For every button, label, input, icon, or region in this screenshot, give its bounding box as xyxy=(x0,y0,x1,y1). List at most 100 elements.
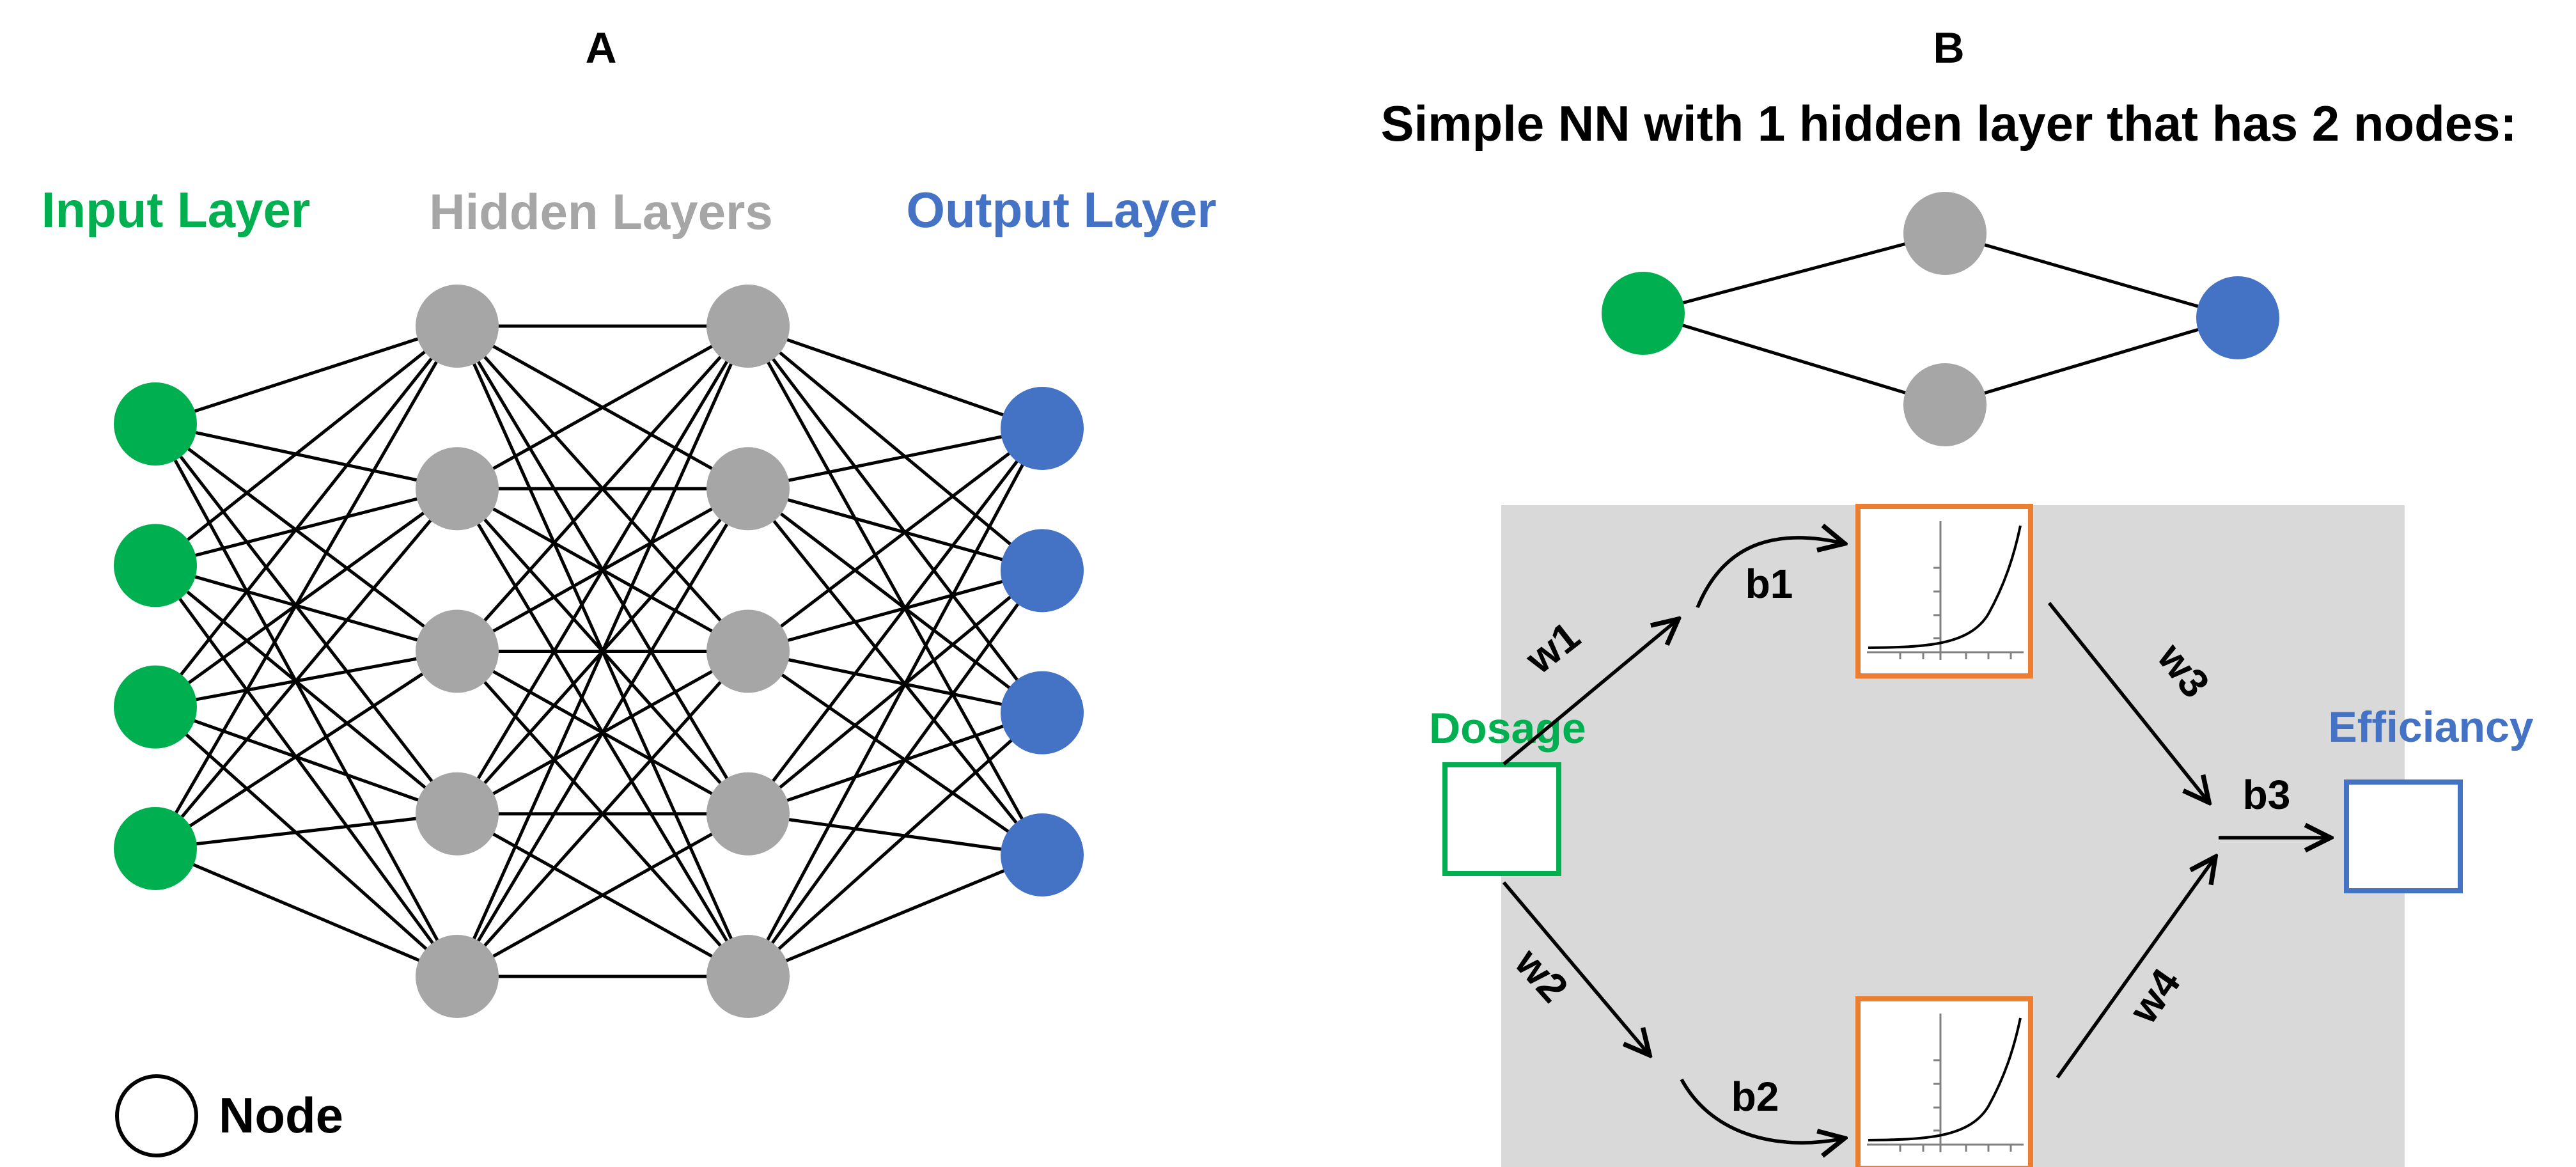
simple-output-node xyxy=(2196,276,2279,359)
activation-box-bottom xyxy=(1855,996,2033,1167)
connection-line xyxy=(746,569,1044,978)
output-layer-label: Output Layer xyxy=(906,182,1216,238)
connection-line xyxy=(747,650,1043,857)
activation-plot-axes xyxy=(1867,1014,2024,1152)
hidden-node xyxy=(416,772,499,856)
connection-line xyxy=(747,711,1043,816)
dosage-box xyxy=(1442,762,1561,876)
panel-a-label: A xyxy=(585,24,616,72)
output-node xyxy=(1001,813,1084,897)
b2-arrow xyxy=(1680,1078,1845,1143)
connection-line xyxy=(154,325,458,567)
b1-arrow xyxy=(1696,538,1845,609)
connection-line xyxy=(456,324,749,490)
connection-line xyxy=(747,427,1043,490)
connection-line xyxy=(153,325,459,850)
simple-edge xyxy=(1944,316,2238,407)
panel-b-label: B xyxy=(1933,24,1964,72)
input-node xyxy=(114,382,197,466)
connection-line xyxy=(747,324,1043,430)
flow-arrows xyxy=(1502,538,2330,1143)
w2-arrow xyxy=(1502,881,1650,1055)
connection-line xyxy=(747,487,1043,856)
simple-hidden-node xyxy=(1903,363,1987,446)
input-node xyxy=(114,665,197,749)
legend-node-label: Node xyxy=(219,1087,343,1143)
hidden-layers-label: Hidden Layers xyxy=(429,184,773,240)
node-legend: Node xyxy=(115,1074,343,1157)
connection-line xyxy=(747,427,1043,815)
connection-line xyxy=(154,325,458,709)
connection-line xyxy=(154,423,458,815)
hidden-node xyxy=(706,609,790,693)
input-layer-label: Input Layer xyxy=(42,182,310,238)
connection-line xyxy=(153,423,459,978)
softplus-curve xyxy=(1868,525,2022,649)
simple-hidden-node xyxy=(1903,192,1987,275)
hidden-node xyxy=(706,772,790,856)
hidden-node xyxy=(706,285,790,368)
connection-line xyxy=(154,705,458,978)
connection-line xyxy=(155,422,458,490)
connection-line xyxy=(746,325,1044,856)
connection-line xyxy=(155,650,458,709)
connection-line xyxy=(155,324,458,426)
connection-line xyxy=(747,325,1043,714)
softplus-curve xyxy=(1868,1017,2022,1141)
connection-line xyxy=(155,487,458,567)
connection-line xyxy=(455,487,750,978)
connection-line xyxy=(154,564,458,815)
hidden-node xyxy=(706,935,790,1018)
bias-label-b1: b1 xyxy=(1745,561,1793,607)
connection-line xyxy=(154,650,458,850)
w3-arrow xyxy=(2047,602,2209,803)
panel-a-connections xyxy=(153,324,1044,978)
legend-node-circle xyxy=(115,1074,198,1157)
activation-frame xyxy=(1855,996,2033,1167)
connection-line xyxy=(747,487,1043,714)
hidden-node xyxy=(416,935,499,1018)
efficiancy-box xyxy=(2344,779,2463,893)
simple-edge xyxy=(1944,231,2238,320)
connection-line xyxy=(155,563,458,653)
connection-line xyxy=(154,487,458,709)
input-node xyxy=(114,807,197,890)
output-node xyxy=(1001,671,1084,755)
connection-line xyxy=(747,487,1043,572)
connection-line xyxy=(155,705,458,816)
panel-b-title: Simple NN with 1 hidden layer that has 2… xyxy=(1380,95,2517,152)
input-node xyxy=(114,524,197,607)
activation-plot-axes xyxy=(1867,521,2024,660)
simple-edge xyxy=(1643,311,1946,407)
connection-line xyxy=(456,812,749,978)
connection-line xyxy=(455,325,750,978)
connection-line xyxy=(153,564,459,978)
activation-frame xyxy=(1855,504,2033,678)
hidden-node xyxy=(416,447,499,531)
panel-a-nodes xyxy=(114,285,1084,1018)
activation-box-top xyxy=(1855,504,2033,678)
bias-label-b3: b3 xyxy=(2243,772,2291,818)
simple-edge xyxy=(1643,231,1946,315)
connection-line xyxy=(154,487,458,850)
efficiancy-label: Efficiancy xyxy=(2328,703,2533,751)
connection-line xyxy=(747,853,1043,978)
panel-a: A Input Layer Hidden Layers Output Layer… xyxy=(42,24,1217,1157)
connection-line xyxy=(747,568,1043,653)
connection-line xyxy=(747,650,1043,715)
simple-network xyxy=(1602,192,2279,446)
connection-line xyxy=(455,325,750,815)
connection-line xyxy=(746,427,1044,978)
w1-arrow xyxy=(1503,619,1678,766)
connection-line xyxy=(747,427,1043,653)
output-node xyxy=(1001,529,1084,613)
hidden-node xyxy=(706,447,790,531)
bias-label-b2: b2 xyxy=(1731,1074,1779,1120)
connection-line xyxy=(154,423,458,653)
connection-line xyxy=(456,650,749,978)
connection-line xyxy=(456,325,749,653)
dosage-label: Dosage xyxy=(1429,704,1586,753)
connection-line xyxy=(747,569,1043,815)
panel-b: B Simple NN with 1 hidden layer that has… xyxy=(1380,24,2534,1167)
